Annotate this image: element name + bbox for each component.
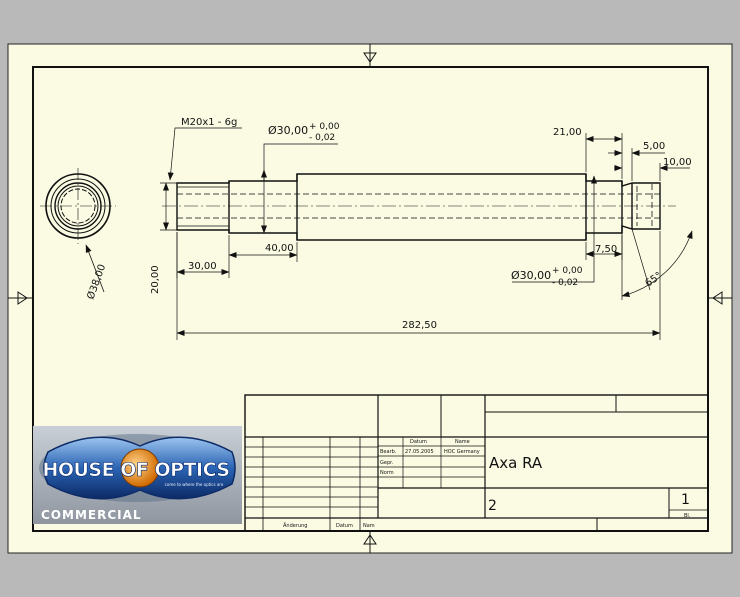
dim-tol-lower-left: - 0,02 — [309, 133, 335, 143]
title-row-bearb: Bearb. — [380, 449, 397, 455]
dim-tol-upper-left: + 0,00 — [309, 122, 340, 132]
dim-len10-label: 10,00 — [663, 157, 692, 168]
centering-marks — [8, 44, 732, 553]
title-date: 27.05.2005 — [405, 449, 434, 455]
logo-main-text: HOUSE OF OPTICS — [42, 459, 229, 481]
dim-height20-label: 20,00 — [150, 265, 161, 294]
logo-tagline: come to where the optics are — [165, 482, 224, 487]
dim-len40-label: 40,00 — [265, 243, 294, 254]
logo-sub-text: COMMERCIAL — [41, 508, 142, 522]
drawing-title: Axa RA — [489, 454, 543, 472]
dimension-lines — [160, 127, 693, 340]
footer-aenderung: Änderung — [283, 522, 307, 529]
title-col-datum: Datum — [410, 439, 427, 445]
title-row-norm: Norm — [380, 470, 394, 476]
sheet-number: 1 — [681, 492, 690, 508]
footer-nam: Nam — [363, 523, 375, 529]
dim-thread-label: M20x1 - 6g — [181, 117, 237, 128]
dim-len7-5-label: 7,50 — [595, 244, 617, 255]
house-of-optics-logo: HOUSE OF OPTICS come to where the optics… — [33, 426, 242, 524]
sheet-label: Bl. — [684, 513, 691, 519]
title-author: HOC Germany — [444, 449, 480, 455]
title-col-name: Name — [455, 439, 470, 445]
dim-len21-label: 21,00 — [553, 127, 582, 138]
dim-len30-label: 30,00 — [188, 261, 217, 272]
footer-datum: Datum — [336, 523, 353, 529]
drawing-number: 2 — [488, 498, 497, 514]
dim-dia30-left-label: Ø30,00 — [268, 124, 308, 137]
dim-len5-label: 5,00 — [643, 141, 665, 152]
title-row-gepr: Gepr. — [380, 460, 394, 466]
title-block-grid — [244, 394, 709, 532]
end-view — [40, 168, 116, 293]
dim-tol-upper-right: + 0,00 — [552, 266, 583, 276]
dim-dia30-right-label: Ø30,00 — [511, 269, 551, 282]
shaft-thread-lines — [177, 186, 229, 227]
dim-total-length-label: 282,50 — [402, 320, 437, 331]
dim-tol-lower-right: - 0,02 — [552, 278, 578, 288]
